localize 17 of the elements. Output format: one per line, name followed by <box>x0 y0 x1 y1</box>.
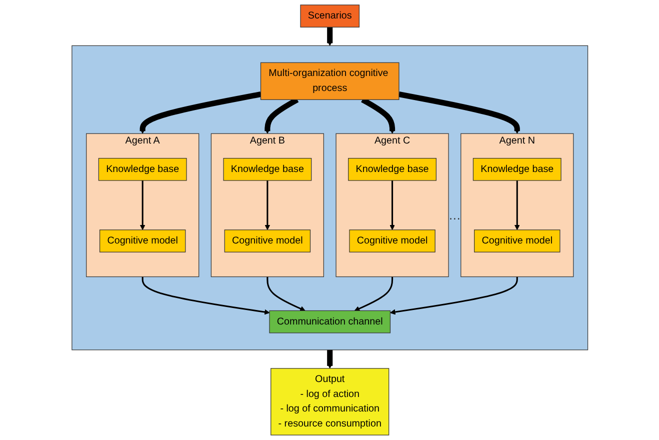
process-box: Output - log of action - log of communication - resource consumption <box>270 368 389 436</box>
process-box: Cognitive model <box>99 230 186 252</box>
process-box: Knowledge base <box>348 158 436 181</box>
process-box: Cognitive model <box>474 230 560 252</box>
ellipsis-text: … <box>448 208 460 222</box>
process-box: Knowledge base <box>98 158 186 181</box>
node-label: - resource consumption <box>278 418 382 429</box>
process-box: Multi-organization cognitive process <box>260 62 399 100</box>
process-box: Cognitive model <box>224 230 310 252</box>
node-label: - log of action <box>300 388 360 400</box>
process-box: Knowledge base <box>222 158 312 181</box>
process-box: Communication channel <box>268 310 390 334</box>
node-label: Output <box>314 374 344 384</box>
process-box: Scenarios <box>300 4 360 28</box>
process-box: Cognitive model <box>348 230 436 252</box>
node-label: - log of communication <box>280 404 380 414</box>
process-box: Knowledge base <box>472 158 561 181</box>
